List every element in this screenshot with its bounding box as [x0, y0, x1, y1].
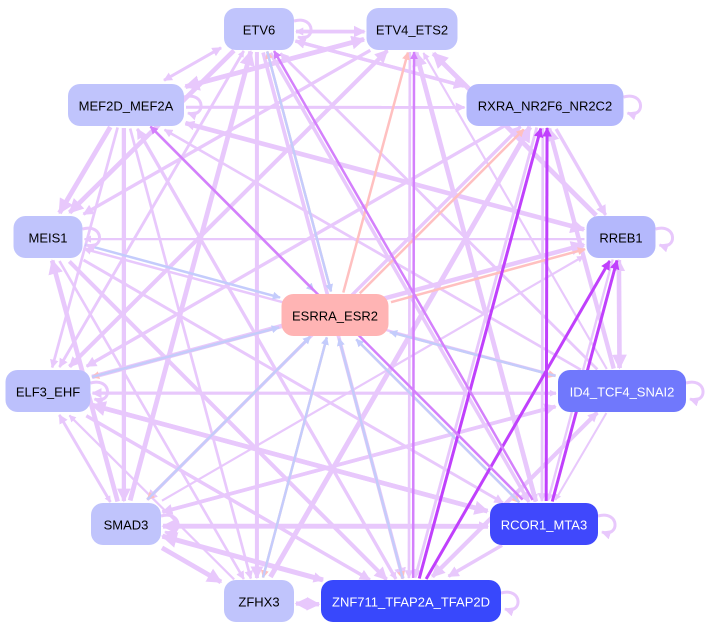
node-meis1[interactable]: MEIS1	[13, 216, 83, 258]
node-box	[558, 370, 686, 412]
edge-meis1-to-esrra_esr2	[84, 243, 281, 300]
self-loop-znf711_tfap2a_tfap2d	[500, 590, 520, 617]
node-box	[224, 8, 294, 50]
self-loop-smad3	[160, 513, 180, 540]
node-box	[321, 580, 501, 622]
node-label: MEF2D_MEF2A	[79, 99, 174, 114]
edge-esrra_esr2-to-rxra_nr2f6_nr2c2	[358, 128, 525, 295]
edge-meis1-to-rcor1_mta3	[82, 258, 504, 505]
node-rreb1[interactable]: RREB1	[586, 216, 656, 258]
self-loop-id4_tcf4_snai2	[685, 380, 705, 407]
edge-id4_tcf4_snai2-to-etv6	[279, 52, 599, 371]
edge-elf3_ehf-to-etv6	[58, 50, 245, 368]
edge-esrra_esr2-to-rreb1	[390, 247, 586, 304]
self-loop-elf3_ehf	[90, 380, 109, 407]
node-box	[466, 84, 624, 126]
edge-rcor1_mta3-to-esrra_esr2	[355, 338, 521, 504]
node-zfhx3[interactable]: ZFHX3	[224, 580, 294, 622]
edge-etv6-to-esrra_esr2	[266, 51, 334, 293]
edge-znf711_tfap2a_tfap2d-to-smad3	[160, 532, 324, 583]
node-label: RREB1	[599, 231, 642, 246]
self-loop-rreb1	[655, 226, 674, 253]
edge-mef2d_mef2a-to-etv6	[163, 46, 222, 82]
edge-znf711_tfap2a_tfap2d-to-esrra_esr2	[336, 337, 404, 579]
node-rcor1_mta3[interactable]: RCOR1_MTA3	[490, 503, 598, 545]
node-rxra_nr2f6_nr2c2[interactable]: RXRA_NR2F6_NR2C2	[466, 84, 624, 126]
self-loop-etv6	[293, 18, 313, 45]
edge-smad3-to-zfhx3	[160, 545, 223, 584]
edge-smad3-to-rreb1	[161, 255, 585, 502]
node-label: ELF3_EHF	[16, 385, 80, 400]
edge-rcor1_mta3-to-znf711_tfap2a_tfap2d	[447, 543, 503, 578]
node-label: ESRRA_ESR2	[292, 309, 378, 324]
edge-znf711_tfap2a_tfap2d-to-rreb1	[424, 260, 611, 580]
edge-rxra_nr2f6_nr2c2-to-rreb1	[554, 128, 608, 216]
self-loop-rcor1_mta3	[597, 513, 617, 540]
edge-etv6-to-rcor1_mta3	[268, 52, 531, 503]
edge-id4_tcf4_snai2-to-mef2d_mef2a	[163, 128, 582, 371]
node-label: ZFHX3	[238, 595, 279, 610]
edge-elf3_ehf-to-esrra_esr2	[91, 325, 280, 379]
edge-rcor1_mta3-to-elf3_ehf	[90, 401, 489, 514]
node-etv6[interactable]: ETV6	[224, 8, 294, 50]
edge-znf711_tfap2a_tfap2d-to-etv4_ets2	[410, 51, 419, 579]
edge-znf711_tfap2a_tfap2d-to-zfhx3	[294, 597, 320, 611]
edge-znf711_tfap2a_tfap2d-to-mef2d_mef2a	[135, 128, 398, 580]
node-label: ID4_TCF4_SNAI2	[570, 385, 675, 400]
self-loops-layer	[82, 18, 705, 617]
edge-rcor1_mta3-to-rxra_nr2f6_nr2c2	[542, 127, 552, 502]
edge-smad3-to-elf3_ehf	[58, 414, 112, 503]
node-label: RXRA_NR2F6_NR2C2	[478, 99, 612, 114]
edge-mef2d_mef2a-to-etv4_ets2	[184, 35, 366, 89]
node-elf3_ehf[interactable]: ELF3_EHF	[5, 370, 91, 412]
edge-elf3_ehf-to-znf711_tfap2a_tfap2d	[85, 414, 371, 582]
edge-rxra_nr2f6_nr2c2-to-znf711_tfap2a_tfap2d	[412, 127, 539, 579]
edge-smad3-to-esrra_esr2	[146, 335, 312, 501]
node-box	[5, 370, 91, 412]
node-esrra_esr2[interactable]: ESRRA_ESR2	[281, 294, 389, 336]
edge-elf3_ehf-to-etv4_ets2	[68, 49, 389, 369]
node-box	[490, 503, 598, 545]
edge-zfhx3-to-esrra_esr2	[261, 336, 329, 578]
node-znf711_tfap2a_tfap2d[interactable]: ZNF711_TFAP2A_TFAP2D	[321, 580, 501, 622]
node-label: ETV4_ETS2	[376, 23, 448, 38]
node-label: ZNF711_TFAP2A_TFAP2D	[332, 595, 490, 610]
node-label: MEIS1	[28, 231, 67, 246]
edge-esrra_esr2-to-etv4_ets2	[342, 51, 410, 293]
self-loop-meis1	[82, 226, 101, 253]
edge-id4_tcf4_snai2-to-rreb1	[612, 258, 626, 369]
node-box	[68, 84, 184, 126]
node-box	[91, 503, 161, 545]
edge-id4_tcf4_snai2-to-esrra_esr2	[389, 330, 556, 378]
node-etv4_ets2[interactable]: ETV4_ETS2	[366, 8, 458, 50]
edges-layer	[48, 25, 627, 611]
self-loop-mef2d_mef2a	[183, 94, 203, 121]
edge-mef2d_mef2a-to-meis1	[57, 125, 113, 215]
node-box	[13, 216, 83, 258]
node-id4_tcf4_snai2[interactable]: ID4_TCF4_SNAI2	[558, 370, 686, 412]
node-smad3[interactable]: SMAD3	[91, 503, 161, 545]
edge-smad3-to-etv6	[127, 50, 255, 502]
self-loop-rxra_nr2f6_nr2c2	[623, 94, 642, 121]
node-label: ETV6	[243, 23, 276, 38]
edge-etv4_ets2-to-znf711_tfap2a_tfap2d	[404, 51, 414, 579]
node-label: SMAD3	[104, 518, 149, 533]
node-box	[366, 8, 458, 50]
node-box	[224, 580, 294, 622]
node-box	[586, 216, 656, 258]
edge-id4_tcf4_snai2-to-rcor1_mta3	[554, 412, 608, 501]
edge-rcor1_mta3-to-etv4_ets2	[412, 51, 539, 503]
node-box	[281, 294, 389, 336]
edge-mef2d_mef2a-to-zfhx3	[128, 128, 253, 580]
node-mef2d_mef2a[interactable]: MEF2D_MEF2A	[68, 84, 184, 126]
node-label: RCOR1_MTA3	[501, 518, 587, 533]
edge-rxra_nr2f6_nr2c2-to-elf3_ehf	[85, 124, 505, 368]
edge-zfhx3-to-rxra_nr2f6_nr2c2	[268, 125, 533, 579]
edge-rcor1_mta3-to-etv6	[272, 50, 534, 501]
edge-znf711_tfap2a_tfap2d-to-rxra_nr2f6_nr2c2	[417, 127, 544, 579]
